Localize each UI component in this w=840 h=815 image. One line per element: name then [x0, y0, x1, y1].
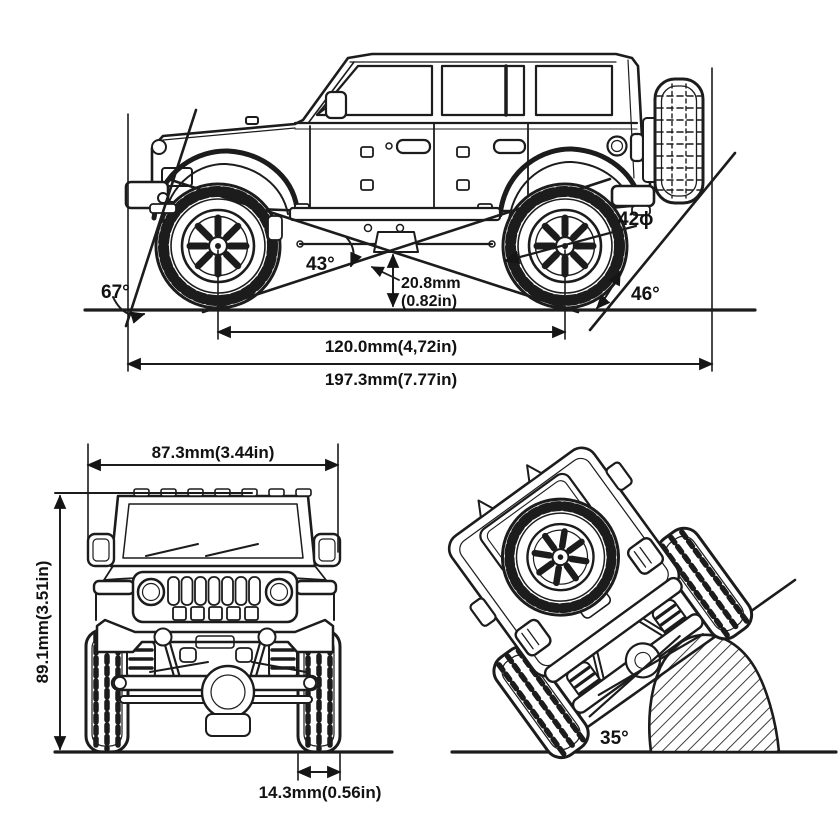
front-view: 87.3mm(3.44in) 89.1mm(3.51in) 14.3mm(0.5…	[33, 443, 394, 802]
breakover-line	[201, 177, 612, 314]
spare-tire	[653, 77, 705, 205]
tire-width-label: 14.3mm(0.56in)	[259, 783, 382, 802]
overall-height-label: 89.1mm(3.51in)	[33, 561, 52, 684]
right-mirror	[312, 532, 342, 568]
departure-angle-arc	[595, 270, 621, 310]
rear-door-window	[440, 64, 526, 117]
left-headlight	[136, 577, 166, 607]
slope-line	[549, 578, 797, 755]
front-view-vehicle	[86, 488, 342, 752]
side-mirror	[324, 90, 348, 120]
roof-latches	[477, 464, 543, 519]
overall-length-label: 197.3mm(7.77in)	[325, 370, 457, 389]
side-view-dimensions: 67° 43° 46° 42ϕ 20.8mm (0.82in) 120.0mm(…	[83, 67, 757, 389]
rock	[647, 633, 781, 754]
wipers	[145, 543, 259, 557]
breakover-line	[166, 177, 580, 314]
dim-overall-width	[86, 443, 340, 553]
tilted-view: 35°	[447, 446, 838, 815]
breakover-angle-arc	[345, 236, 362, 268]
side-view: 67° 43° 46° 42ϕ 20.8mm (0.82in) 120.0mm(…	[83, 52, 757, 389]
differential	[624, 642, 662, 679]
taillight	[629, 132, 645, 163]
approach-angle-line	[124, 108, 198, 328]
tilt-angle-label: 35°	[600, 728, 629, 749]
differential	[200, 664, 256, 720]
fog-light	[257, 627, 277, 647]
dim-ground-clearance	[370, 253, 400, 308]
headlight	[151, 139, 167, 155]
fog-light	[153, 627, 173, 647]
door-handle	[492, 138, 527, 155]
rear-bumper	[543, 576, 683, 684]
quarter-window	[534, 64, 614, 117]
approach-angle-arc	[112, 296, 146, 324]
right-fender	[294, 579, 338, 596]
front-view-dimensions: 87.3mm(3.44in) 89.1mm(3.51in) 14.3mm(0.5…	[33, 443, 394, 802]
grille-slots	[167, 576, 261, 606]
right-headlight	[264, 577, 294, 607]
grille	[131, 570, 299, 624]
overall-width-label: 87.3mm(3.44in)	[152, 443, 275, 462]
windshield	[109, 494, 317, 568]
rear-bumper	[610, 184, 656, 208]
rock-rail	[288, 206, 502, 222]
left-fender	[92, 579, 136, 596]
dim-tire-width	[296, 753, 342, 781]
spare-tire	[500, 497, 620, 617]
dim-overall-height	[53, 492, 253, 751]
ground-clearance-mm-label: 20.8mm	[401, 275, 461, 292]
lower-grille-vents	[172, 606, 259, 621]
tilted-vehicle	[447, 446, 758, 764]
dim-wheelbase	[216, 249, 567, 340]
rear-fender-flare	[497, 146, 644, 218]
departure-angle-label: 46°	[631, 284, 660, 305]
fuel-filler	[606, 135, 628, 157]
dim-overall-length	[126, 67, 714, 372]
wheelbase-label: 120.0mm(4,72in)	[325, 337, 457, 356]
breakover-angle-label: 43°	[306, 254, 335, 275]
side-view-vehicle	[124, 52, 705, 308]
ground-clearance-in-label: (0.82in)	[401, 293, 457, 310]
approach-angle-label: 67°	[101, 282, 130, 303]
tire-diameter-label: 42ϕ	[618, 209, 653, 230]
tire-diameter-leader	[503, 224, 638, 265]
door-handle	[395, 138, 432, 155]
